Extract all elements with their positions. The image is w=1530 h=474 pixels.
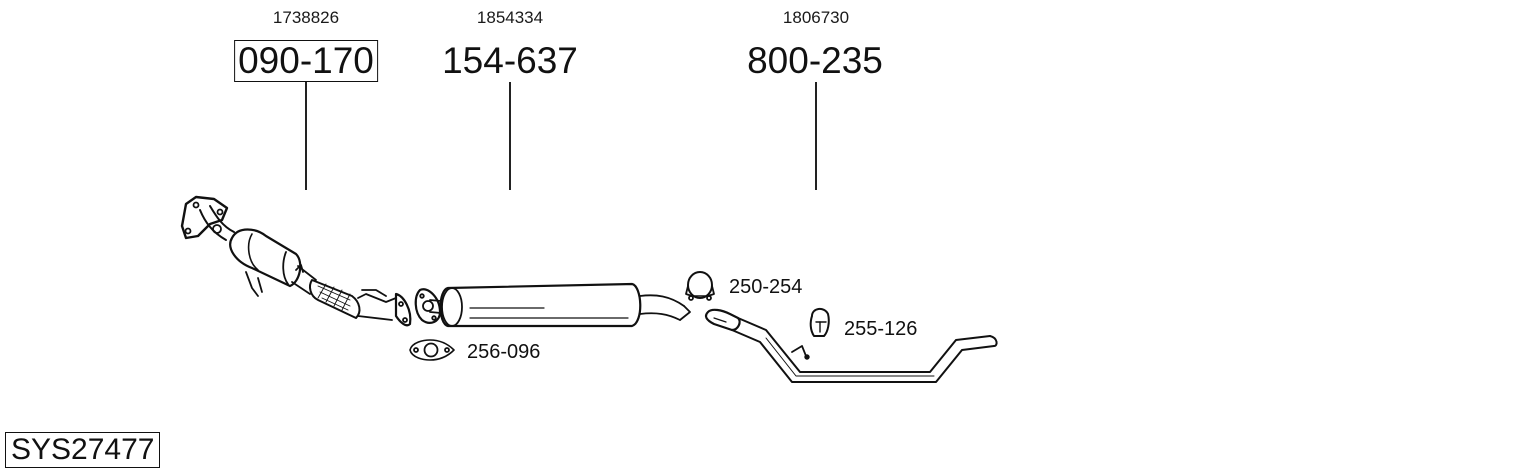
gasket-drawing[interactable]: [409, 339, 455, 361]
system-code: SYS27477: [5, 432, 161, 468]
rubber-hanger-drawing[interactable]: [809, 308, 830, 337]
part-number-tail-pipe[interactable]: 800-235: [747, 40, 883, 81]
leader-line-1: [305, 82, 307, 190]
part-number-catalytic-converter[interactable]: 090-170: [234, 40, 378, 82]
part-number-middle-silencer[interactable]: 154-637: [442, 40, 578, 81]
leader-line-2: [509, 82, 511, 190]
part-number-gasket[interactable]: 256-096: [467, 341, 541, 363]
tail-pipe-drawing[interactable]: [704, 308, 998, 383]
part-number-rubber-hanger[interactable]: 255-126: [844, 318, 918, 340]
oe-ref-1: 1738826: [272, 8, 340, 27]
part-number-clamp[interactable]: 250-254: [729, 276, 803, 298]
leader-line-3: [815, 82, 817, 190]
oe-ref-2: 1854334: [476, 8, 544, 27]
oe-ref-3: 1806730: [782, 8, 850, 27]
catalytic-converter-drawing[interactable]: [180, 195, 412, 327]
middle-silencer-drawing[interactable]: [414, 282, 691, 328]
clamp-drawing[interactable]: [685, 271, 715, 301]
